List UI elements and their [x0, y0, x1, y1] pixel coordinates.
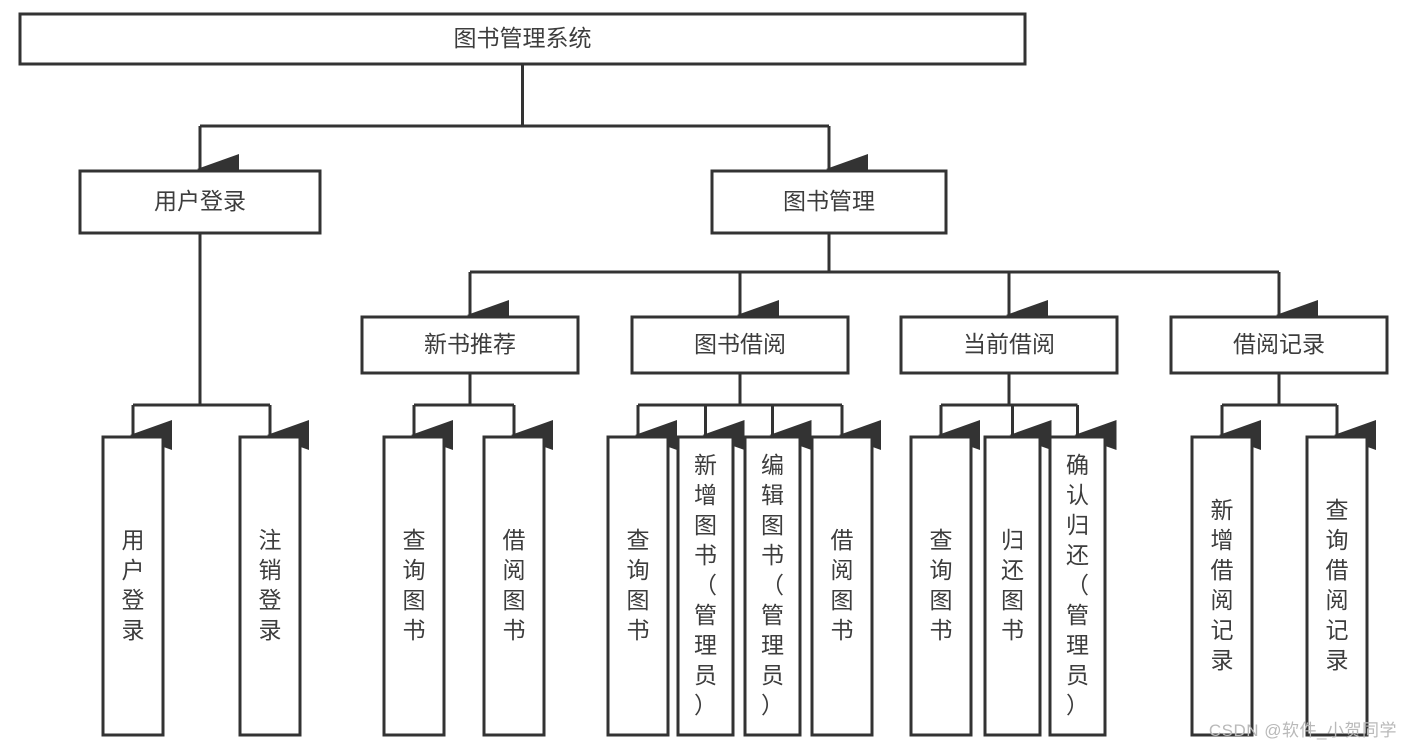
node-leaf-borrow-book[interactable]: 借阅图书: [810, 435, 874, 737]
node-book-manage[interactable]: 图书管理: [710, 169, 948, 235]
node-label-leaf-borrow-book-rec: 借阅图书: [503, 527, 526, 643]
node-leaf-user-login[interactable]: 用户登录: [101, 435, 165, 737]
node-label-leaf-query-book-borrow: 查询图书: [627, 527, 650, 643]
node-leaf-borrow-book-rec[interactable]: 借阅图书: [482, 435, 546, 737]
node-label-leaf-query-record: 查询借阅记录: [1326, 497, 1349, 673]
node-label-leaf-add-record: 新增借阅记录: [1211, 497, 1234, 673]
node-leaf-return-book[interactable]: 归还图书: [983, 435, 1042, 737]
node-leaf-query-book-rec[interactable]: 查询图书: [382, 435, 446, 737]
node-box-leaf-logout: [238, 435, 302, 737]
node-box-leaf-add-book: [676, 435, 735, 737]
node-label-leaf-query-book-cur: 查询图书: [930, 527, 953, 643]
node-root[interactable]: 图书管理系统: [18, 12, 1027, 66]
node-leaf-logout[interactable]: 注销登录: [238, 435, 302, 737]
node-label-leaf-user-login: 用户登录: [122, 527, 145, 643]
node-label-leaf-return-book: 归还图书: [1001, 527, 1024, 643]
node-box-leaf-confirm-return: [1048, 435, 1107, 737]
node-label-leaf-add-book: 新增图书（管理员）: [694, 452, 717, 718]
node-label-current-borrow: 当前借阅: [963, 331, 1055, 357]
connector-layer: [130, 64, 1376, 450]
node-box-user-login: [78, 169, 322, 235]
node-label-leaf-query-book-rec: 查询图书: [403, 527, 426, 643]
node-label-book-borrow: 图书借阅: [694, 331, 786, 357]
node-label-book-manage: 图书管理: [783, 188, 875, 214]
node-leaf-edit-book[interactable]: 编辑图书（管理员）: [743, 435, 802, 737]
node-box-book-manage: [710, 169, 948, 235]
node-label-leaf-logout: 注销登录: [259, 527, 282, 643]
node-leaf-add-book[interactable]: 新增图书（管理员）: [676, 435, 735, 737]
node-leaf-query-book-cur[interactable]: 查询图书: [909, 435, 973, 737]
node-book-borrow[interactable]: 图书借阅: [630, 315, 850, 375]
node-label-user-login: 用户登录: [154, 188, 246, 214]
node-box-borrow-record: [1169, 315, 1389, 375]
node-leaf-query-book-borrow[interactable]: 查询图书: [606, 435, 670, 737]
node-current-borrow[interactable]: 当前借阅: [899, 315, 1119, 375]
node-label-leaf-edit-book: 编辑图书（管理员）: [761, 452, 784, 718]
node-label-root: 图书管理系统: [454, 25, 592, 51]
node-borrow-record[interactable]: 借阅记录: [1169, 315, 1389, 375]
node-box-root: [18, 12, 1027, 66]
node-box-leaf-borrow-book-rec: [482, 435, 546, 737]
node-label-new-book-recommend: 新书推荐: [424, 331, 516, 357]
node-leaf-confirm-return[interactable]: 确认归还（管理员）: [1048, 435, 1107, 737]
node-box-leaf-edit-book: [743, 435, 802, 737]
node-box-leaf-return-book: [983, 435, 1042, 737]
node-box-leaf-query-book-rec: [382, 435, 446, 737]
node-label-leaf-confirm-return: 确认归还（管理员）: [1066, 452, 1089, 718]
node-box-leaf-borrow-book: [810, 435, 874, 737]
node-box-leaf-query-record: [1305, 435, 1369, 737]
node-user-login[interactable]: 用户登录: [78, 169, 322, 235]
box-layer: 图书管理系统用户登录图书管理新书推荐图书借阅当前借阅借阅记录用户登录注销登录查询…: [18, 12, 1389, 737]
node-leaf-add-record[interactable]: 新增借阅记录: [1190, 435, 1254, 737]
node-box-book-borrow: [630, 315, 850, 375]
node-box-new-book-recommend: [360, 315, 580, 375]
node-box-current-borrow: [899, 315, 1119, 375]
node-label-borrow-record: 借阅记录: [1233, 331, 1325, 357]
node-box-leaf-query-book-cur: [909, 435, 973, 737]
node-new-book-recommend[interactable]: 新书推荐: [360, 315, 580, 375]
node-label-leaf-borrow-book: 借阅图书: [831, 527, 854, 643]
node-box-leaf-add-record: [1190, 435, 1254, 737]
node-leaf-query-record[interactable]: 查询借阅记录: [1305, 435, 1369, 737]
node-box-leaf-user-login: [101, 435, 165, 737]
node-box-leaf-query-book-borrow: [606, 435, 670, 737]
